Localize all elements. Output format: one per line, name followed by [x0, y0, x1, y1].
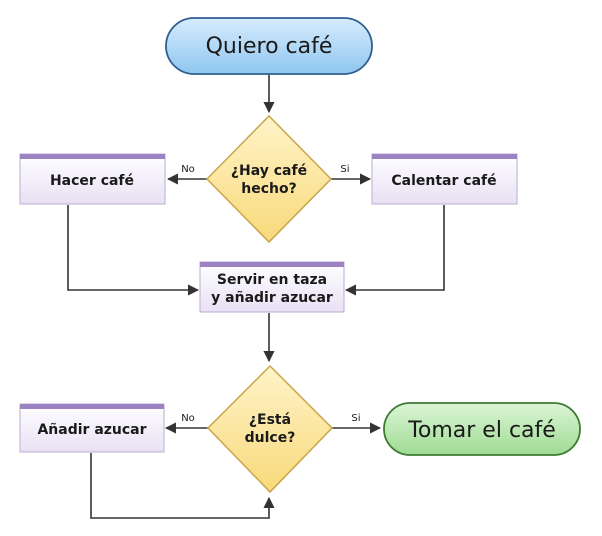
make-coffee-label: Hacer café — [50, 173, 134, 189]
heat-coffee-label: Calentar café — [391, 173, 496, 189]
decision-coffee-ready: ¿Hay café hecho? — [205, 114, 333, 244]
end-label: Tomar el café — [407, 418, 556, 443]
decision-is-sweet: ¿Está dulce? — [206, 364, 334, 494]
connectors — [67, 75, 445, 519]
end-terminal: Tomar el café — [383, 402, 581, 456]
arrow-sugar-loop — [90, 453, 275, 519]
arrow-make-to-serve — [67, 205, 200, 296]
decision1-yes-label: Si — [340, 164, 349, 175]
decision1-line1: ¿Hay café — [231, 163, 307, 179]
arrow-heat-to-serve — [344, 205, 445, 296]
add-sugar-label: Añadir azucar — [37, 422, 146, 438]
start-label: Quiero café — [206, 34, 333, 59]
serve-line1: Servir en taza — [217, 272, 327, 288]
decision1-no-label: No — [181, 164, 195, 175]
decision2-line2: dulce? — [245, 430, 296, 446]
process-heat-coffee: Calentar café — [371, 153, 518, 205]
serve-line2: y añadir azucar — [211, 290, 333, 306]
decision2-line1: ¿Está — [249, 412, 291, 428]
process-serve: Servir en taza y añadir azucar — [199, 261, 345, 313]
start-terminal: Quiero café — [165, 17, 373, 75]
decision1-line2: hecho? — [241, 181, 296, 197]
process-make-coffee: Hacer café — [19, 153, 166, 205]
decision2-no-label: No — [181, 413, 195, 424]
process-add-sugar: Añadir azucar — [19, 403, 165, 453]
decision2-yes-label: Si — [351, 413, 360, 424]
